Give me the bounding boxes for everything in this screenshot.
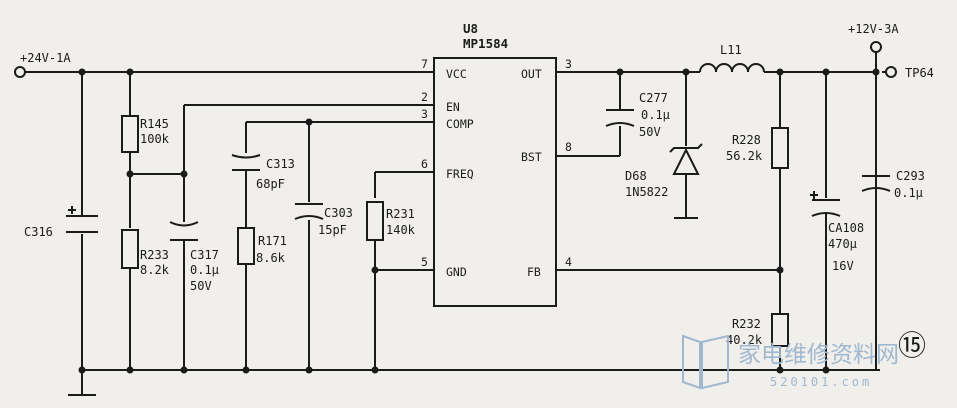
r233-ref: R233 bbox=[140, 248, 169, 262]
junction-dots bbox=[78, 68, 880, 374]
r228-ref: R228 bbox=[732, 133, 761, 147]
c317-voltage: 50V bbox=[190, 279, 212, 293]
diode-d68: D68 1N5822 bbox=[625, 143, 703, 199]
pin-number-en: 2 bbox=[421, 90, 428, 104]
wires bbox=[68, 52, 886, 396]
c313-ref: C313 bbox=[266, 157, 295, 171]
r231-value: 140k bbox=[386, 223, 416, 237]
r231-ref: R231 bbox=[386, 207, 415, 221]
c277-value: 0.1μ bbox=[641, 108, 670, 122]
pin-number-comp: 3 bbox=[421, 107, 428, 121]
r232-ref: R232 bbox=[732, 317, 761, 331]
watermark: 家电维修资料网 520101.com bbox=[682, 334, 899, 390]
pin-name-vcc: VCC bbox=[446, 67, 467, 81]
r228-value: 56.2k bbox=[726, 149, 763, 163]
ic-body bbox=[433, 57, 557, 307]
ic-ref-label: U8 bbox=[463, 21, 478, 36]
pin-number-freq: 6 bbox=[421, 157, 428, 171]
c313-value: 68pF bbox=[256, 177, 285, 191]
d68-value: 1N5822 bbox=[625, 185, 668, 199]
c303-ref: C303 bbox=[324, 206, 353, 220]
capacitor-c317: C317 0.1μ 50V bbox=[169, 221, 219, 293]
watermark-url: 520101.com bbox=[770, 375, 872, 389]
c277-ref: C277 bbox=[639, 91, 668, 105]
c293-ref: C293 bbox=[896, 169, 925, 183]
input-rail-label: +24V-1A bbox=[20, 51, 71, 65]
ic-part-label: MP1584 bbox=[463, 36, 508, 51]
c277-voltage: 50V bbox=[639, 125, 661, 139]
resistor-r145: R145 100k bbox=[121, 115, 170, 153]
resistor-r231: R231 140k bbox=[366, 201, 416, 241]
pin-name-fb: FB bbox=[527, 265, 541, 279]
c293-value: 0.1μ bbox=[894, 186, 923, 200]
figure-number-label: ⑮ bbox=[898, 329, 926, 362]
pin-number-vcc: 7 bbox=[421, 57, 428, 71]
r171-value: 8.6k bbox=[256, 251, 286, 265]
output-terminal-circle bbox=[870, 41, 882, 53]
capacitor-c316: C316 bbox=[24, 206, 98, 239]
inductor-l11: L11 bbox=[699, 43, 765, 73]
input-terminal-circle bbox=[14, 66, 26, 78]
capacitor-c277: C277 0.1μ 50V bbox=[605, 91, 670, 139]
watermark-logo-icon bbox=[682, 334, 729, 390]
resistor-r171: R171 8.6k bbox=[237, 227, 287, 265]
d68-ref: D68 bbox=[625, 169, 647, 183]
resistor-r233: R233 8.2k bbox=[121, 229, 170, 277]
l11-ref: L11 bbox=[720, 43, 742, 57]
output-terminals: +12V-3A TP64 bbox=[848, 22, 934, 80]
input-terminal: +24V-1A bbox=[14, 51, 82, 78]
resistor-r228: R228 56.2k bbox=[726, 127, 789, 169]
pin-name-gnd: GND bbox=[446, 265, 467, 279]
pin-number-gnd: 5 bbox=[421, 255, 428, 269]
c317-value: 0.1μ bbox=[190, 263, 219, 277]
resistor-r232: R232 40.2k bbox=[726, 313, 789, 347]
figure-number: ⑮ bbox=[898, 329, 926, 362]
pin-number-bst: 8 bbox=[565, 140, 572, 154]
ca108-ref: CA108 bbox=[828, 221, 864, 235]
r171-ref: R171 bbox=[258, 234, 287, 248]
output-rail-label: +12V-3A bbox=[848, 22, 899, 36]
capacitor-ca108: CA108 470μ 16V bbox=[810, 191, 864, 273]
r145-value: 100k bbox=[140, 132, 170, 146]
ca108-value: 470μ bbox=[828, 237, 857, 251]
c317-ref: C317 bbox=[190, 248, 219, 262]
pin-number-out: 3 bbox=[565, 57, 572, 71]
ca108-voltage: 16V bbox=[832, 259, 854, 273]
testpoint-circle bbox=[885, 66, 897, 78]
pin-name-out: OUT bbox=[521, 67, 542, 81]
pin-name-comp: COMP bbox=[446, 117, 474, 131]
r145-ref: R145 bbox=[140, 117, 169, 131]
capacitor-c313: C313 68pF bbox=[231, 154, 295, 191]
pin-number-fb: 4 bbox=[565, 255, 572, 269]
ic-u8: U8 MP1584 7 VCC 2 EN 3 COMP 6 FREQ 5 GND… bbox=[421, 21, 572, 307]
testpoint-label: TP64 bbox=[905, 66, 934, 80]
capacitor-c293: C293 0.1μ bbox=[861, 169, 925, 200]
r233-value: 8.2k bbox=[140, 263, 170, 277]
c316-ref: C316 bbox=[24, 225, 53, 239]
pin-name-bst: BST bbox=[521, 150, 542, 164]
c303-value: 15pF bbox=[318, 223, 347, 237]
watermark-text: 家电维修资料网 bbox=[738, 342, 899, 368]
pin-name-freq: FREQ bbox=[446, 167, 474, 181]
r232-value: 40.2k bbox=[726, 333, 763, 347]
capacitor-c303: C303 15pF bbox=[294, 203, 353, 237]
pin-name-en: EN bbox=[446, 100, 460, 114]
